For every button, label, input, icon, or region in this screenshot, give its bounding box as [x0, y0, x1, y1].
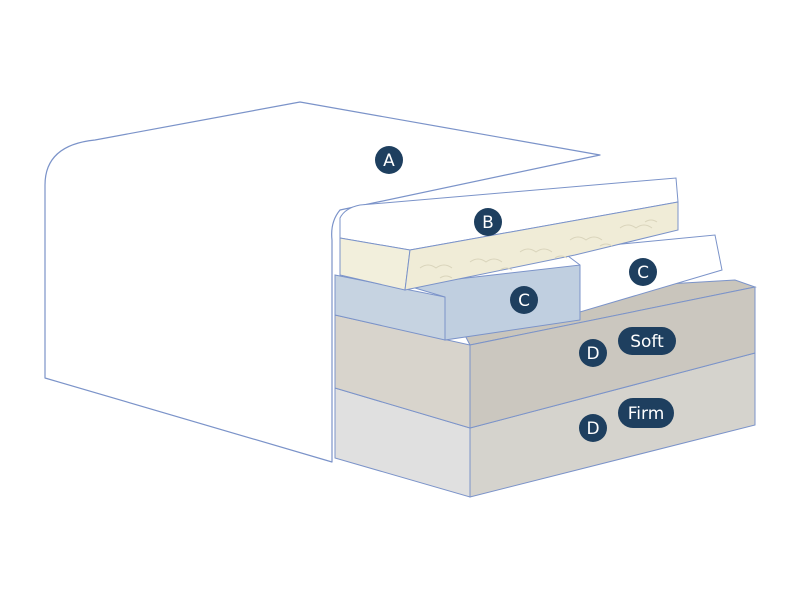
firm-pill-label: Firm: [628, 404, 665, 424]
badge-d-soft: D: [579, 339, 607, 367]
soft-pill: Soft: [618, 327, 676, 355]
badge-a: A: [375, 146, 403, 174]
badge-b: B: [474, 208, 502, 236]
soft-pill-label: Soft: [630, 332, 664, 352]
badge-c-left: C: [510, 286, 538, 314]
badge-d-firm-label: D: [586, 419, 599, 439]
badge-a-label: A: [383, 151, 395, 171]
badge-d-firm: D: [579, 414, 607, 442]
mattress-cover: [44, 101, 601, 463]
badge-b-label: B: [482, 213, 494, 233]
badge-c-right-label: C: [637, 263, 649, 283]
badge-c-left-label: C: [518, 291, 530, 311]
topper-layer: [339, 177, 679, 291]
topper-texture: [419, 219, 658, 279]
badge-d-soft-label: D: [586, 344, 599, 364]
badge-c-right: C: [629, 258, 657, 286]
firm-pill: Firm: [618, 398, 674, 428]
